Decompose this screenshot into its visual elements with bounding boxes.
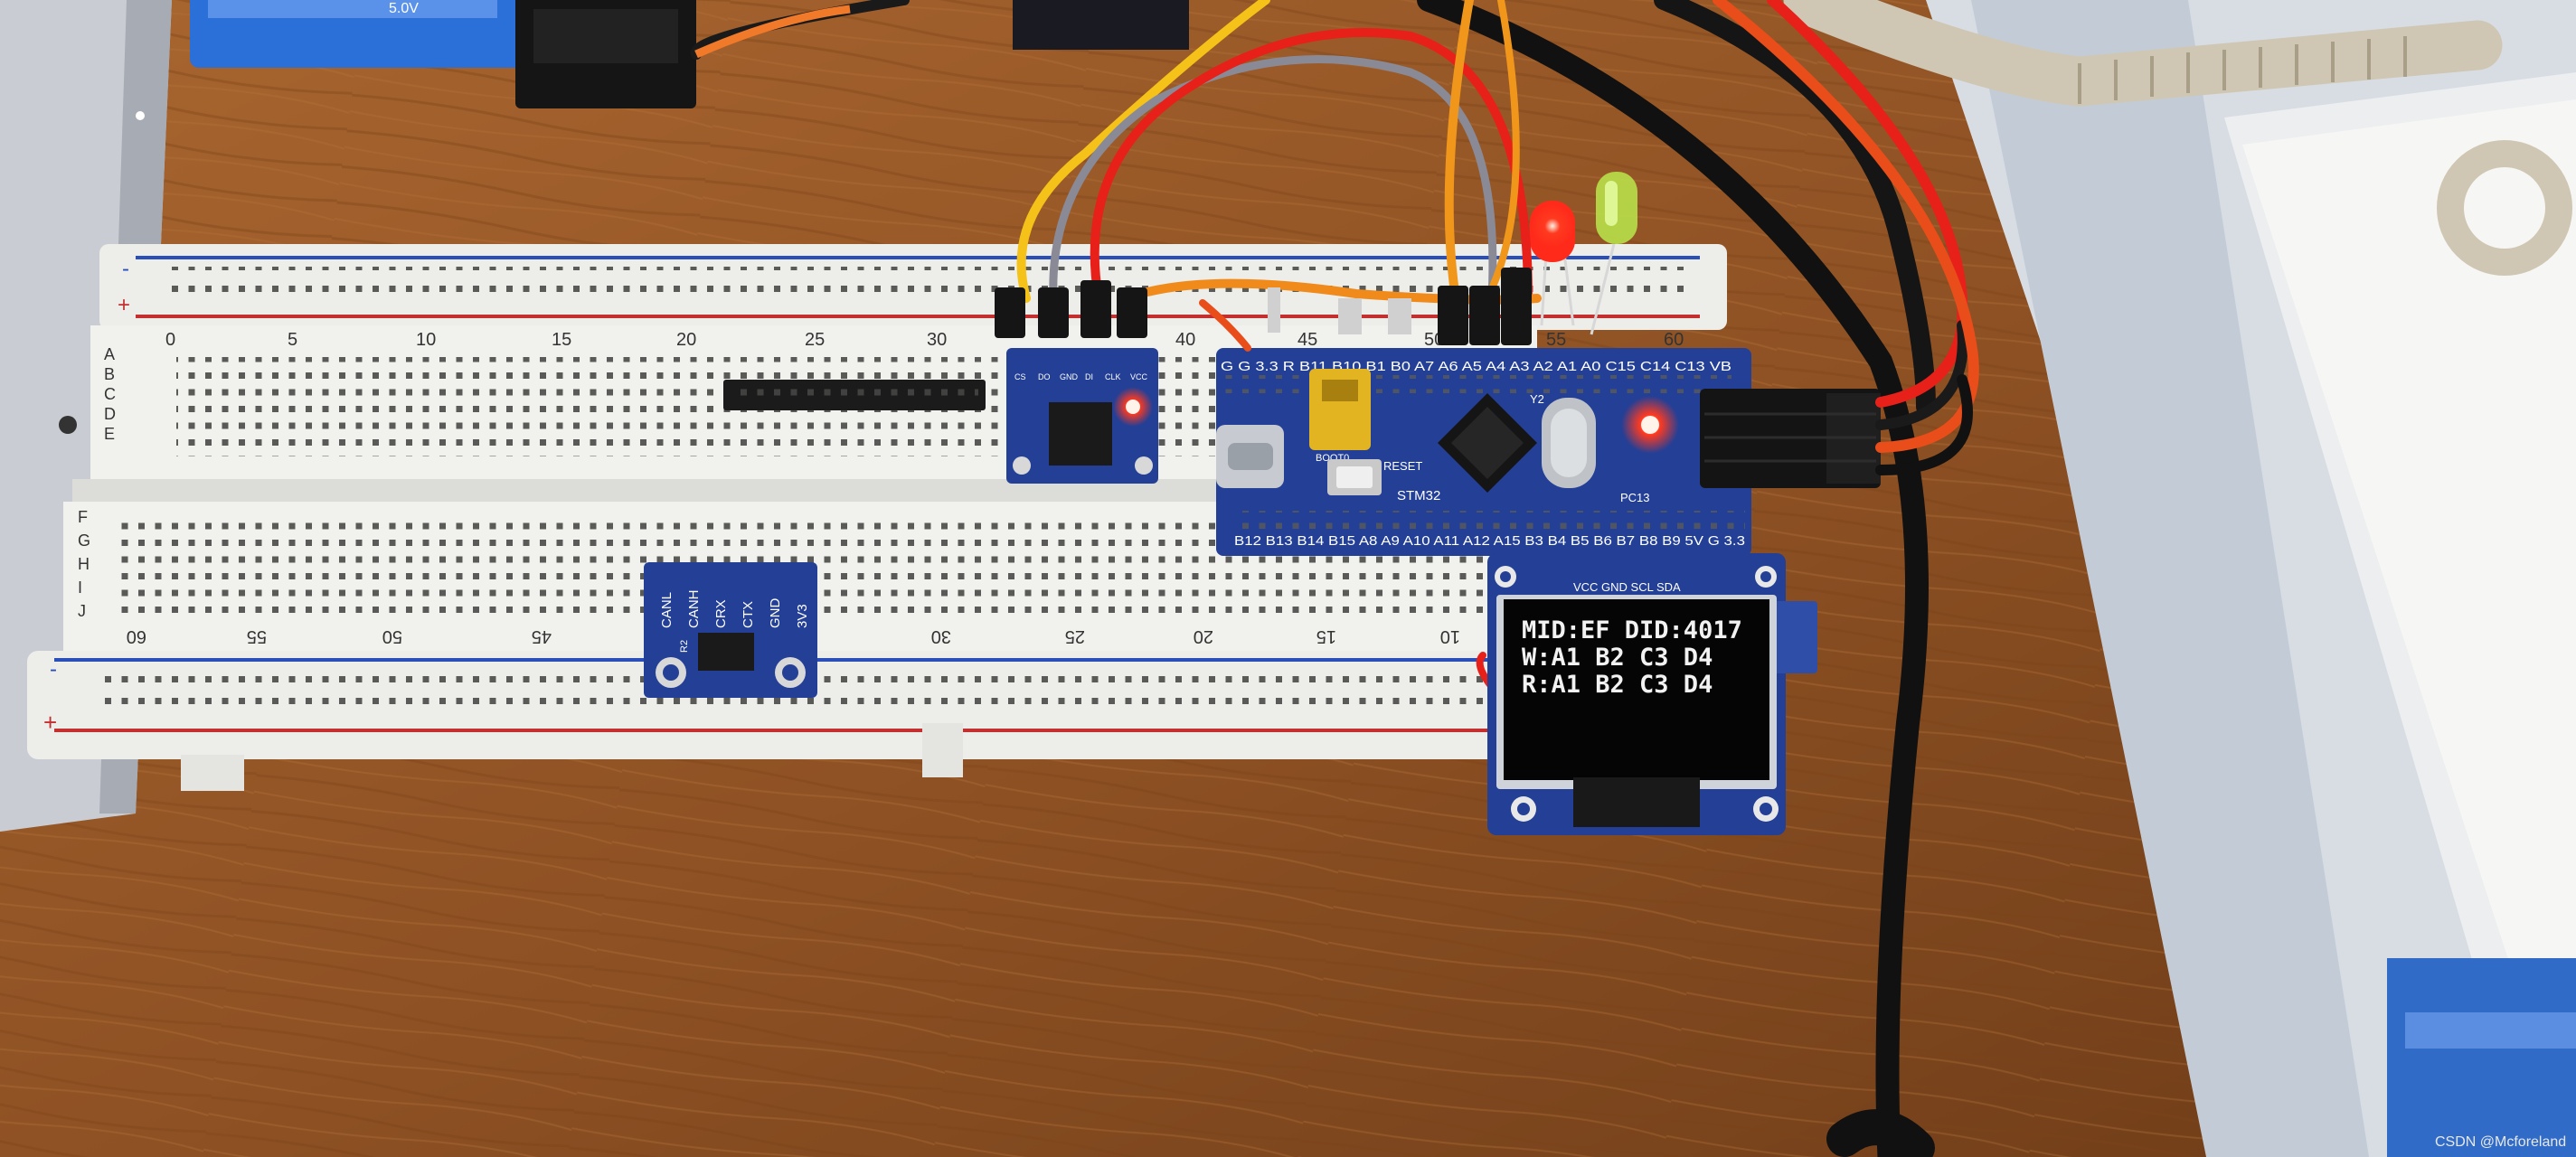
col-number: 10	[1440, 626, 1460, 646]
bottom-column-numbers: 60 55 50 45 30 25 20 15 10	[127, 626, 1460, 646]
col-number: 55	[1546, 330, 1566, 350]
pin-legs	[1268, 287, 1411, 334]
rail-minus-bottom: -	[50, 657, 57, 682]
flash-pin-label: CLK	[1105, 372, 1121, 381]
flash-pin-label: DO	[1038, 372, 1051, 381]
col-number: 50	[382, 626, 402, 646]
stm32-bottom-pins: B12 B13 B14 B15 A8 A9 A10 A11 A12 A15 B3…	[1234, 533, 1745, 549]
stm32-y2-label: Y2	[1530, 392, 1544, 406]
usb-stick: 5.0V	[190, 0, 696, 108]
stm32-pc13-label: PC13	[1620, 491, 1650, 504]
pin-header-connector	[1013, 0, 1189, 50]
right-wire-bundle	[1713, 0, 1979, 475]
col-number: 30	[927, 330, 947, 350]
coiled-cable	[1783, 0, 2572, 276]
stm32-board: G G 3.3 R B11 B10 B1 B0 A7 A6 A5 A4 A3 A…	[1216, 348, 1751, 556]
col-number: 20	[676, 330, 696, 350]
col-number: 45	[532, 626, 552, 646]
can-pin-label: CANL	[659, 592, 675, 628]
col-number: 30	[931, 626, 951, 646]
flash-pin-label: DI	[1085, 372, 1093, 381]
row-letter: E	[104, 425, 115, 443]
row-letter: C	[104, 385, 116, 403]
can-r2-label: R2	[679, 640, 690, 653]
oled-line-2: W:A1 B2 C3 D4	[1522, 644, 1713, 672]
row-letter: I	[78, 578, 82, 597]
can-module: CANL CANH CRX CTX GND 3V3 R2	[644, 562, 817, 698]
oled-line-3: R:A1 B2 C3 D4	[1522, 671, 1713, 699]
col-number: 55	[247, 626, 267, 646]
col-number: 5	[288, 330, 297, 350]
oled-line-1: MID:EF DID:4017	[1522, 616, 1742, 644]
col-number: 60	[1664, 330, 1684, 350]
col-number: 20	[1194, 626, 1213, 646]
col-number: 15	[552, 330, 571, 350]
stm32-top-pins: G G 3.3 R B11 B10 B1 B0 A7 A6 A5 A4 A3 A…	[1221, 359, 1731, 374]
oled-module: VCC GND SCL SDA MID:EF DID:4017 W:A1 B2 …	[1487, 553, 1817, 835]
row-letter: H	[78, 555, 90, 573]
col-number: 40	[1175, 330, 1195, 350]
flash-pin-label: GND	[1060, 372, 1079, 381]
can-pin-label: CRX	[713, 599, 729, 628]
col-number: 45	[1297, 330, 1317, 350]
col-number: 0	[165, 330, 175, 350]
row-letter: G	[78, 531, 90, 550]
row-letters: A B C D E F G H I J	[78, 345, 116, 620]
col-number: 15	[1316, 626, 1336, 646]
row-letter: J	[78, 602, 86, 620]
dupont-connector	[1700, 389, 1881, 488]
can-pin-label: CANH	[686, 589, 702, 628]
rail-minus-top: -	[122, 257, 129, 281]
paper-stack	[1926, 0, 2576, 1157]
can-pin-label: CTX	[741, 601, 756, 628]
red-led	[1530, 201, 1575, 326]
rail-plus-top: +	[118, 293, 130, 317]
flash-pin-label: VCC	[1130, 372, 1148, 381]
can-pin-label: GND	[768, 598, 783, 629]
pin-header-strip	[723, 380, 986, 410]
row-letter: B	[104, 365, 115, 383]
rail-plus-bottom: +	[43, 709, 57, 736]
can-pin-label: 3V3	[795, 604, 810, 628]
row-letter: D	[104, 405, 116, 423]
wire-plugs	[995, 268, 1532, 345]
flash-module: CS DO GND DI CLK VCC	[1006, 348, 1158, 484]
watermark: CSDN @Mcforeland	[2435, 1134, 2566, 1150]
usb-stick-label: 5.0V	[389, 1, 419, 16]
col-number: 25	[1065, 626, 1085, 646]
stm32-chip-label: STM32	[1397, 488, 1440, 503]
row-letter: F	[78, 508, 88, 526]
row-letter: A	[104, 345, 115, 363]
col-number: 25	[805, 330, 825, 350]
col-number: 60	[127, 626, 146, 646]
flash-pin-label: CS	[1014, 372, 1026, 381]
green-led	[1590, 172, 1637, 335]
col-number: 10	[416, 330, 436, 350]
oled-header-pins: VCC GND SCL SDA	[1573, 580, 1681, 594]
stm32-reset-label: RESET	[1383, 459, 1422, 473]
